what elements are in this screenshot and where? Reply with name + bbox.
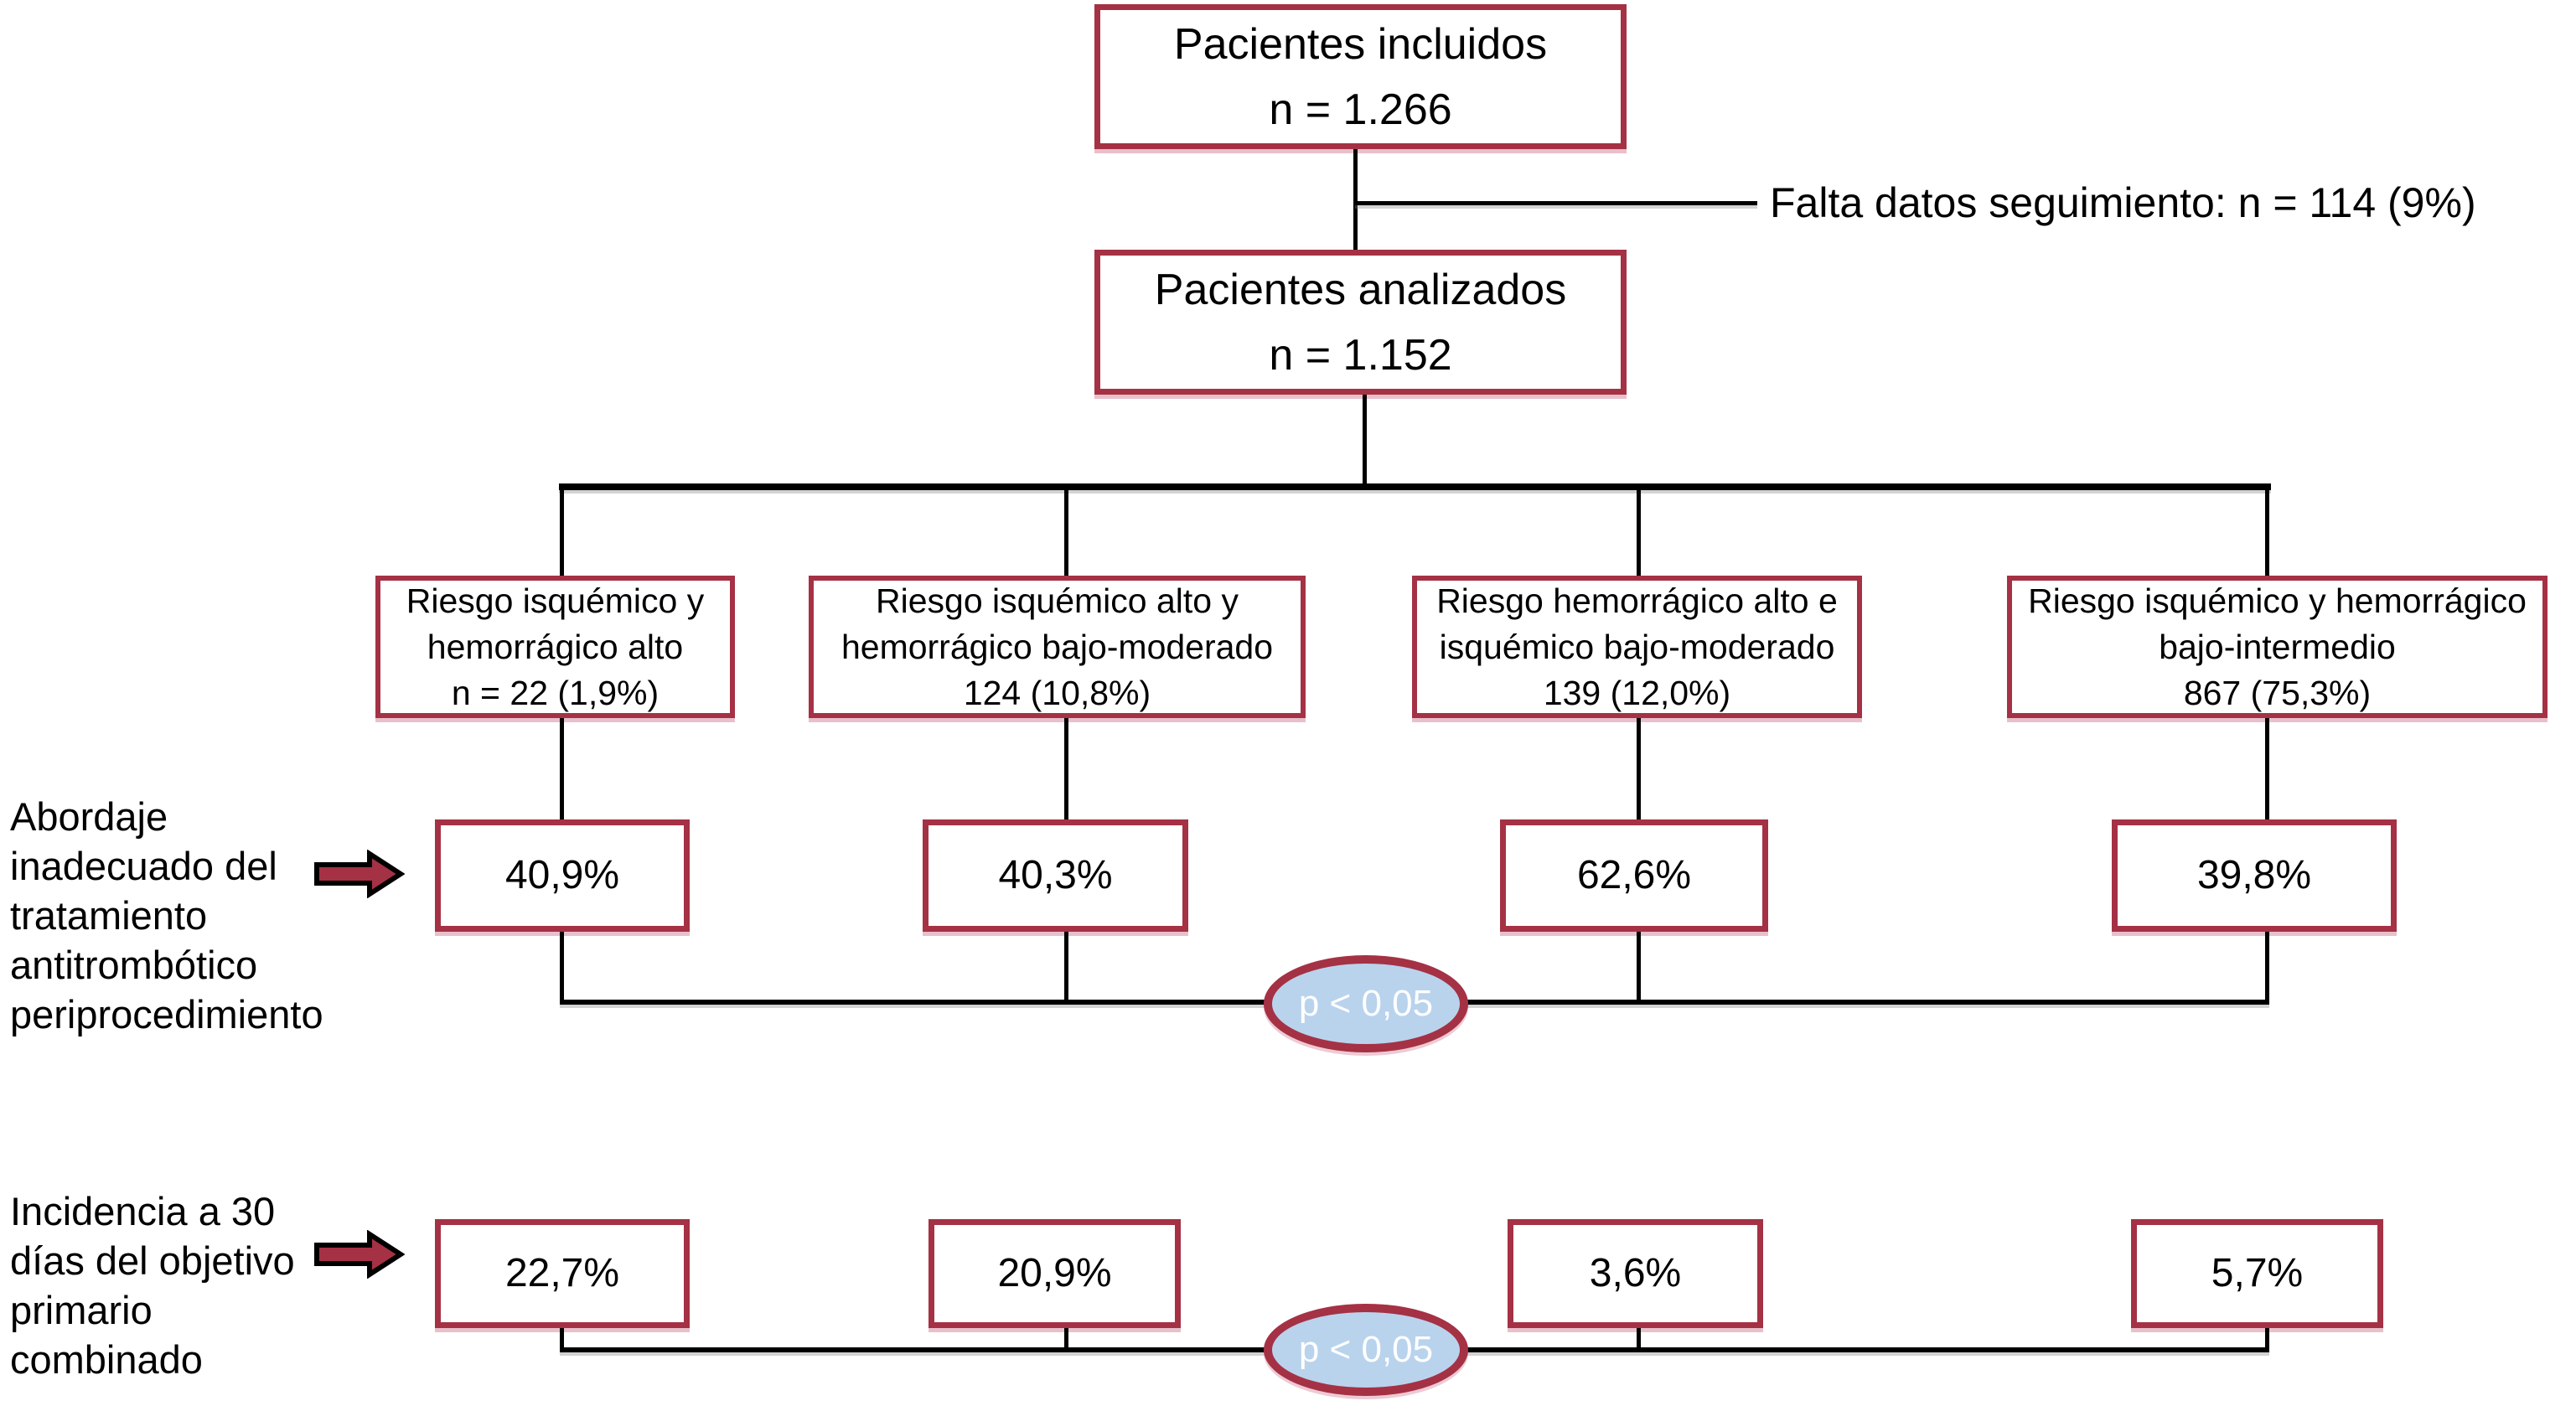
approach-value-box-3: 62,6% [1500, 819, 1768, 932]
connector-incidence-pline-4 [2265, 1328, 2269, 1350]
risk-group-3-line1: Riesgo hemorrágico alto e [1436, 581, 1838, 620]
incidence-label-line1: Incidencia a 30 [10, 1189, 276, 1233]
connector-analyzed-branch [1363, 395, 1367, 485]
risk-group-1-count: n = 22 (1,9%) [451, 673, 660, 712]
connector-incidence-pline-3 [1637, 1328, 1641, 1350]
risk-group-box-1: Riesgo isquémico y hemorrágico alto n = … [375, 576, 735, 718]
connector-approach-pline-4 [2265, 932, 2269, 1003]
connector-approach-pline-1 [560, 932, 564, 1003]
incidence-label-line4: combinado [10, 1337, 203, 1382]
incidence-value-box-3: 3,6% [1508, 1219, 1763, 1328]
connector-risk-approach-4 [2265, 718, 2269, 819]
connector-risk-approach-1 [560, 718, 564, 819]
analyzed-patients-title: Pacientes analizados [1154, 265, 1567, 314]
connector-incidence-pline-1 [560, 1328, 564, 1350]
risk-group-3-count: 139 (12,0%) [1543, 673, 1731, 712]
incidence-value-box-1: 22,7% [435, 1219, 690, 1328]
approach-value-box-4: 39,8% [2112, 819, 2397, 932]
approach-value-1: 40,9% [504, 853, 620, 897]
approach-label-line2: inadecuado del [10, 844, 277, 888]
approach-label-line3: tratamiento [10, 893, 208, 938]
risk-group-2-count: 124 (10,8%) [963, 673, 1151, 712]
analyzed-patients-box: Pacientes analizados n = 1.152 [1094, 250, 1627, 395]
connector-branch-risk-1 [560, 490, 564, 576]
approach-value-box-2: 40,3% [923, 819, 1188, 932]
risk-group-2-line1: Riesgo isquémico alto y [876, 581, 1239, 620]
connector-branch-risk-3 [1637, 490, 1641, 576]
connector-risk-approach-3 [1637, 718, 1641, 819]
connector-incidence-pline-2 [1064, 1328, 1068, 1350]
incidence-pvalue-text: p < 0,05 [1298, 1329, 1434, 1370]
approach-value-box-1: 40,9% [435, 819, 690, 932]
right-arrow-icon [314, 850, 405, 898]
incidence-value-2: 20,9% [997, 1251, 1112, 1295]
connector-branch-risk-2 [1064, 490, 1068, 576]
excluded-note: Falta datos seguimiento: n = 114 (9%) [1770, 179, 2476, 226]
risk-group-2-line2: hemorrágico bajo-moderado [841, 627, 1274, 666]
included-patients-count: n = 1.266 [1269, 85, 1452, 134]
incidence-value-1: 22,7% [504, 1251, 620, 1295]
risk-group-4-line1: Riesgo isquémico y hemorrágico [2028, 581, 2527, 620]
connector-approach-pline-3 [1637, 932, 1641, 1003]
risk-group-box-4: Riesgo isquémico y hemorrágico bajo-inte… [2007, 576, 2548, 718]
approach-value-4: 39,8% [2196, 853, 2312, 897]
connector-excluded-note [1355, 201, 1757, 205]
approach-pvalue-ellipse: p < 0,05 [1264, 955, 1468, 1052]
connector-branch-risk-4 [2265, 490, 2269, 576]
connector-approach-pline-2 [1064, 932, 1068, 1003]
incidence-value-box-4: 5,7% [2131, 1219, 2383, 1328]
branch-line [559, 483, 2271, 490]
incidence-pvalue-ellipse: p < 0,05 [1264, 1304, 1468, 1396]
risk-group-box-3: Riesgo hemorrágico alto e isquémico bajo… [1412, 576, 1862, 718]
risk-group-1-line2: hemorrágico alto [427, 627, 684, 666]
risk-group-1-line1: Riesgo isquémico y [406, 581, 705, 620]
risk-group-3-line2: isquémico bajo-moderado [1439, 627, 1835, 666]
risk-group-4-count: 867 (75,3%) [2183, 673, 2372, 712]
approach-label-line4: antitrombótico [10, 943, 258, 987]
approach-label-line5: periprocedimiento [10, 992, 323, 1036]
connector-risk-approach-2 [1064, 718, 1068, 819]
incidence-label-line2: días del objetivo [10, 1238, 295, 1283]
approach-value-3: 62,6% [1576, 853, 1692, 897]
risk-group-4-line2: bajo-intermedio [2159, 627, 2396, 666]
risk-group-box-2: Riesgo isquémico alto y hemorrágico bajo… [809, 576, 1306, 718]
approach-value-2: 40,3% [998, 853, 1113, 897]
incidence-value-4: 5,7% [2211, 1251, 2304, 1295]
included-patients-box: Pacientes incluidos n = 1.266 [1094, 4, 1627, 149]
approach-row-label: Abordaje inadecuado del tratamiento anti… [10, 792, 323, 1039]
incidence-row-label: Incidencia a 30 días del objetivo primar… [10, 1186, 295, 1384]
right-arrow-icon [314, 1230, 405, 1279]
incidence-value-box-2: 20,9% [928, 1219, 1181, 1328]
connector-included-analyzed [1353, 149, 1358, 251]
incidence-value-3: 3,6% [1589, 1251, 1682, 1295]
incidence-label-line3: primario [10, 1288, 153, 1332]
approach-pvalue-text: p < 0,05 [1298, 983, 1434, 1024]
analyzed-patients-count: n = 1.152 [1269, 330, 1452, 380]
included-patients-title: Pacientes incluidos [1173, 19, 1548, 69]
approach-label-line1: Abordaje [10, 794, 168, 839]
